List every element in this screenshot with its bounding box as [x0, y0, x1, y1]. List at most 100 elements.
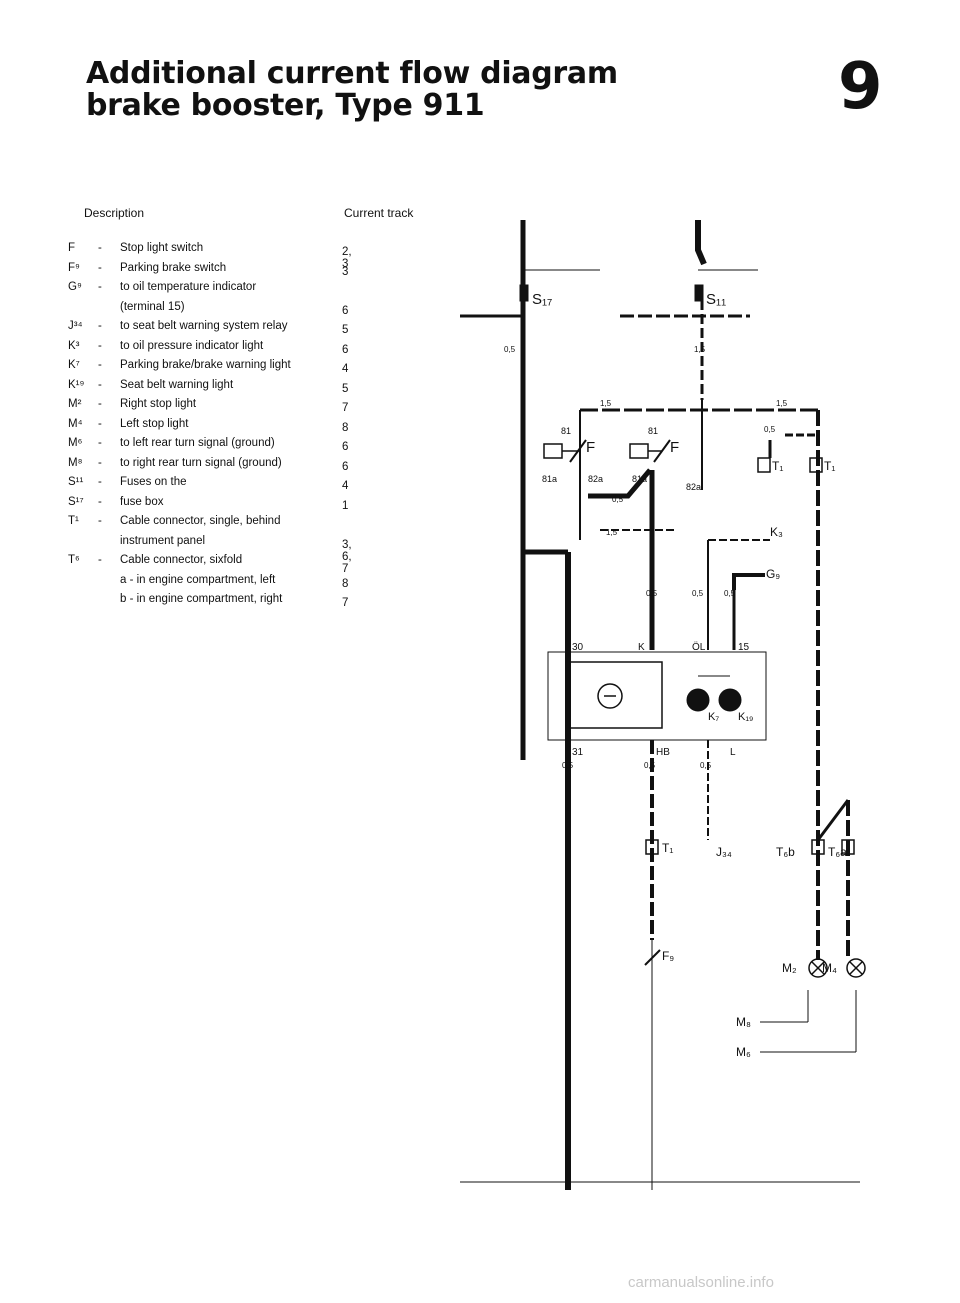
label-t1-b: T₁: [824, 459, 835, 473]
label-wire-05b: 0,5: [764, 425, 776, 434]
label-wire-05h: 0,5: [644, 761, 656, 770]
legend-code: T⁶: [68, 554, 80, 566]
label-wire-05d: 0,5: [646, 589, 658, 598]
label-s11: S₁₁: [706, 291, 726, 308]
label-82a-left: 82a: [588, 474, 603, 484]
legend-track: 6: [342, 304, 349, 317]
brake-warning-symbol: [597, 683, 623, 709]
stop-light-switch-right: [629, 443, 649, 459]
legend-desc: Parking brake switch: [120, 261, 227, 274]
label-wire-15b: 1,5: [600, 399, 612, 408]
legend-desc: Cable connector, single, behind: [120, 515, 281, 527]
stop-light-switch-left: [543, 443, 563, 459]
warning-lamp-k19: [718, 688, 742, 712]
legend-track: 7: [342, 402, 349, 414]
label-t6b: T₆b: [776, 845, 795, 859]
label-t6a: T₆a: [828, 845, 847, 859]
page-title: Additional current flow diagram brake bo…: [86, 58, 618, 122]
label-pin-l: L: [730, 747, 736, 758]
legend-code: S¹⁷: [68, 495, 84, 508]
legend-code: S¹¹: [68, 476, 84, 488]
legend-desc: b - in engine compartment, right: [120, 593, 283, 605]
label-t1-c: T₁: [662, 841, 673, 855]
legend-desc: Fuses on the: [120, 476, 187, 488]
label-m2: M₂: [782, 961, 797, 975]
legend-desc: to oil temperature indicator: [120, 281, 257, 293]
track-label: 1: [520, 1199, 527, 1200]
warning-lamp-k7: [686, 688, 710, 712]
track-label: 2: [568, 1199, 575, 1200]
label-81a-left: 81a: [542, 474, 557, 484]
stop-light-right: [808, 958, 828, 978]
legend-dash: -: [98, 339, 102, 352]
legend-desc: to oil pressure indicator light: [120, 339, 264, 352]
instrument-cluster: [547, 651, 767, 741]
track-label: 3: [652, 1199, 659, 1200]
legend-dash: -: [98, 417, 102, 430]
track-label: 7: [810, 1199, 817, 1200]
legend-desc: Seat belt warning light: [120, 378, 234, 391]
legend-dash: -: [98, 320, 102, 332]
label-switch-f-left: F: [586, 439, 595, 456]
legend-track: 3, 6, 7: [342, 538, 352, 575]
label-terminal-81-right: 81: [648, 426, 658, 436]
label-switch-f-right: F: [670, 439, 679, 456]
label-wire-05e: 0,5: [692, 589, 704, 598]
stop-light-left: [846, 958, 866, 978]
label-s17: S₁₇: [532, 291, 552, 308]
legend-track: 4: [342, 480, 349, 492]
label-82a-right: 82a: [686, 482, 701, 492]
legend-track: 2, 3: [342, 246, 352, 270]
label-81a-right: 81a: [632, 474, 647, 484]
legend-dash: -: [98, 476, 102, 488]
legend-track: 1: [342, 499, 349, 512]
legend-code: F: [68, 242, 76, 254]
legend-code: T¹: [68, 515, 79, 527]
legend-code: J³⁴: [68, 320, 83, 332]
current-track-heading: Current track: [344, 206, 414, 220]
label-wire-05a: 0,5: [504, 345, 516, 354]
legend-track: 7: [342, 597, 349, 609]
label-terminal-81-left: 81: [561, 426, 571, 436]
legend-desc: Left stop light: [120, 417, 189, 430]
description-heading: Description: [84, 206, 145, 220]
legend-track: 3: [342, 265, 349, 278]
label-m6: M₆: [736, 1045, 751, 1059]
legend-code: F⁹: [68, 261, 80, 274]
legend-dash: -: [98, 437, 102, 449]
legend-desc: Right stop light: [120, 398, 197, 410]
legend-track: 6: [342, 460, 349, 473]
legend-track: 8: [342, 577, 349, 590]
label-k3: K₃: [770, 525, 783, 539]
label-m8: M₈: [736, 1015, 751, 1029]
page-number: 9: [838, 50, 883, 124]
label-f9: F₉: [662, 949, 674, 963]
title-line-1: Additional current flow diagram: [86, 56, 618, 91]
label-m4: M₄: [822, 961, 837, 975]
label-t1-a: T₁: [772, 459, 783, 473]
label-pin-hb: HB: [656, 747, 670, 758]
fuse-s17: [519, 284, 529, 302]
parking-brake-switch: [644, 949, 661, 966]
legend-dash: -: [98, 242, 102, 254]
legend-code: M⁸: [68, 456, 83, 469]
label-wire-05f: 0,5: [724, 589, 736, 598]
label-j34: J₃₄: [716, 845, 732, 859]
label-pin-15: 15: [738, 642, 750, 653]
legend-desc: instrument panel: [120, 534, 206, 547]
legend-code: G⁹: [68, 281, 82, 293]
legend-dash: -: [98, 554, 102, 566]
legend-dash: -: [98, 281, 102, 293]
label-wire-15a: 1,5: [694, 345, 706, 354]
track-label: 6: [770, 1199, 777, 1200]
legend-desc: Cable connector, sixfold: [120, 554, 243, 566]
fuse-s11: [694, 284, 704, 302]
legend-code: M²: [68, 398, 82, 410]
legend-dash: -: [98, 378, 102, 391]
legend-desc: Parking brake/brake warning light: [120, 359, 291, 371]
legend-code: K³: [68, 339, 80, 352]
legend-desc: fuse box: [120, 495, 164, 508]
legend-desc: (terminal 15): [120, 300, 185, 313]
label-wire-05i: 0,5: [700, 761, 712, 770]
title-line-2: brake booster, Type 911: [86, 88, 485, 123]
